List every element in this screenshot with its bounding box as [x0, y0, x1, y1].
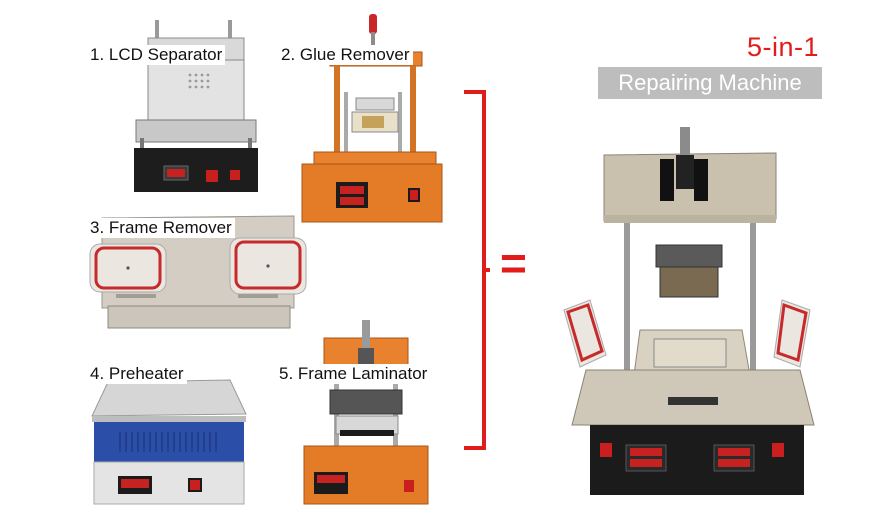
- label-preheater: 4. Preheater: [87, 364, 187, 384]
- headline-repairing-machine: Repairing Machine: [598, 67, 822, 99]
- headline-5-in-1: 5-in-1: [746, 32, 819, 62]
- label-lcd-separator: 1. LCD Separator: [87, 45, 226, 65]
- frame-remover-image: [89, 215, 307, 329]
- bracket-shape: [464, 90, 490, 450]
- preheater-image: [91, 379, 247, 505]
- equals-sign: =: [500, 237, 527, 289]
- combined-machine-image: [563, 127, 815, 495]
- label-frame-remover: 3. Frame Remover: [87, 218, 235, 238]
- glue-remover-image: [301, 14, 443, 223]
- label-frame-laminator: 5. Frame Laminator: [276, 364, 431, 384]
- label-glue-remover: 2. Glue Remover: [278, 45, 413, 65]
- frame-laminator-image: [303, 320, 429, 505]
